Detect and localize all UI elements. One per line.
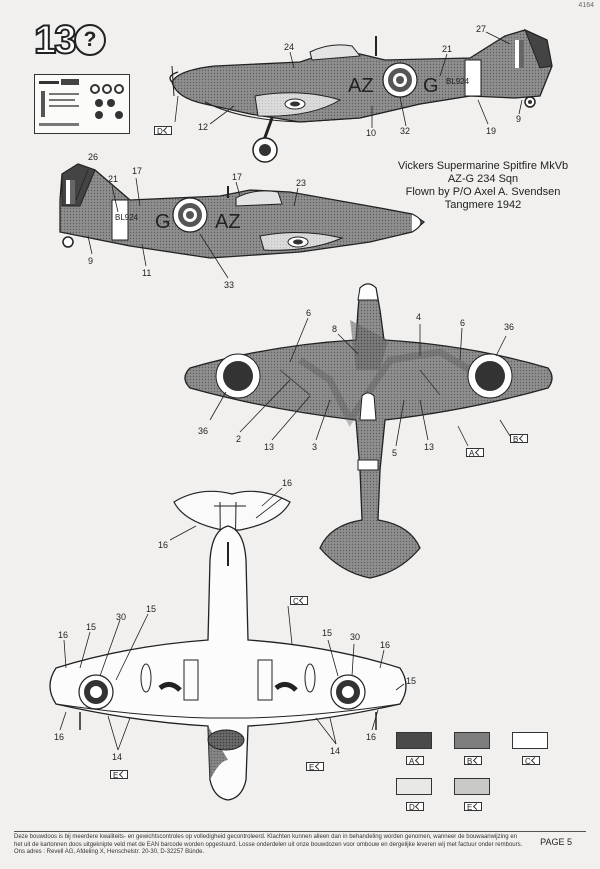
bottom-view [49,487,407,801]
callout-14b: 14 [330,746,341,756]
swatch-d-label: D [406,802,424,812]
callout-36: 36 [504,322,515,332]
color-tag-e-left: E [110,770,128,780]
footer-text: Deze bouwdoos is bij meerdere kwaliteits… [14,834,523,855]
question-mark-icon: ? [74,24,106,56]
callout-15b: 15 [86,622,97,632]
callout-21b: 21 [108,174,119,184]
callout-15: 15 [146,604,157,614]
callout-3: 3 [312,442,318,452]
side-view-left: G AZ BL924 [59,163,426,279]
callout-9: 9 [516,114,522,124]
aircraft-pilot: Flown by P/O Axel A. Svendsen [405,186,561,198]
color-tag-a: A [466,448,484,458]
swatch-b [454,732,490,749]
color-tag-c: C [290,596,308,606]
callout-6: 6 [306,308,312,318]
color-tag-e-right: E [306,762,324,772]
callout-16e: 16 [366,732,377,742]
callout-16b: 16 [158,540,169,550]
callout-10: 10 [366,128,377,138]
callout-30: 30 [116,612,127,622]
document-code: 4164 [578,2,594,9]
fuselage-code-right-side2: G [155,211,171,233]
fuselage-code-left-side2: AZ [215,211,241,233]
callout-16f: 16 [54,732,65,742]
swatch-e [454,778,490,795]
callout-12: 12 [198,122,209,132]
swatch-c-label: C [522,756,540,766]
swatch-d [396,778,432,795]
swatch-b-label: B [464,756,482,766]
callout-17: 17 [132,166,143,176]
callout-30b: 30 [350,632,361,642]
swatch-a-label: A [406,756,424,766]
callout-2: 2 [236,434,242,444]
fuselage-code-right: G [423,75,439,97]
callout-33: 33 [224,280,235,290]
callout-8: 8 [332,324,338,334]
aircraft-unit: AZ-G 234 Sqn [447,173,519,185]
callout-15c: 15 [322,628,333,638]
callout-16c: 16 [58,630,69,640]
callout-24: 24 [284,42,295,52]
page-number: PAGE 5 [540,837,572,847]
callout-32: 32 [400,126,411,136]
callout-13: 13 [264,442,275,452]
color-tag-b: B [510,434,528,444]
callout-6b: 6 [460,318,466,328]
swatch-a [396,732,432,749]
callout-15d: 15 [406,676,417,686]
callout-11: 11 [142,268,152,278]
serial-number-side2: BL924 [115,213,139,222]
fuselage-code-left: AZ [348,75,374,97]
callout-17b: 17 [232,172,243,182]
callout-16: 16 [282,478,293,488]
aircraft-title: Vickers Supermarine Spitfire MkVb AZ-G 2… [392,160,574,212]
aircraft-name: Vickers Supermarine Spitfire MkVb [397,160,569,172]
callout-27: 27 [476,24,487,34]
swatch-e-label: E [464,802,482,812]
callout-14: 14 [112,752,123,762]
aircraft-base: Tangmere 1942 [444,199,522,211]
callout-16d: 16 [380,640,391,650]
step-number: 13 [33,18,77,62]
callout-5: 5 [392,448,398,458]
color-tag-d: D [154,126,172,136]
callout-13b: 13 [424,442,435,452]
callout-9b: 9 [88,256,94,266]
callout-4: 4 [416,312,422,322]
callout-23: 23 [296,178,307,188]
side-view-right: AZ G BL924 [169,29,553,163]
callout-19: 19 [486,126,497,136]
callout-36b: 36 [198,426,209,436]
footer-rule [14,831,586,832]
top-view [184,283,553,579]
callout-21: 21 [442,44,453,54]
serial-number: BL924 [446,77,470,86]
callout-26: 26 [88,152,99,162]
decal-sheet-thumbnail [34,74,130,134]
swatch-c [512,732,548,749]
